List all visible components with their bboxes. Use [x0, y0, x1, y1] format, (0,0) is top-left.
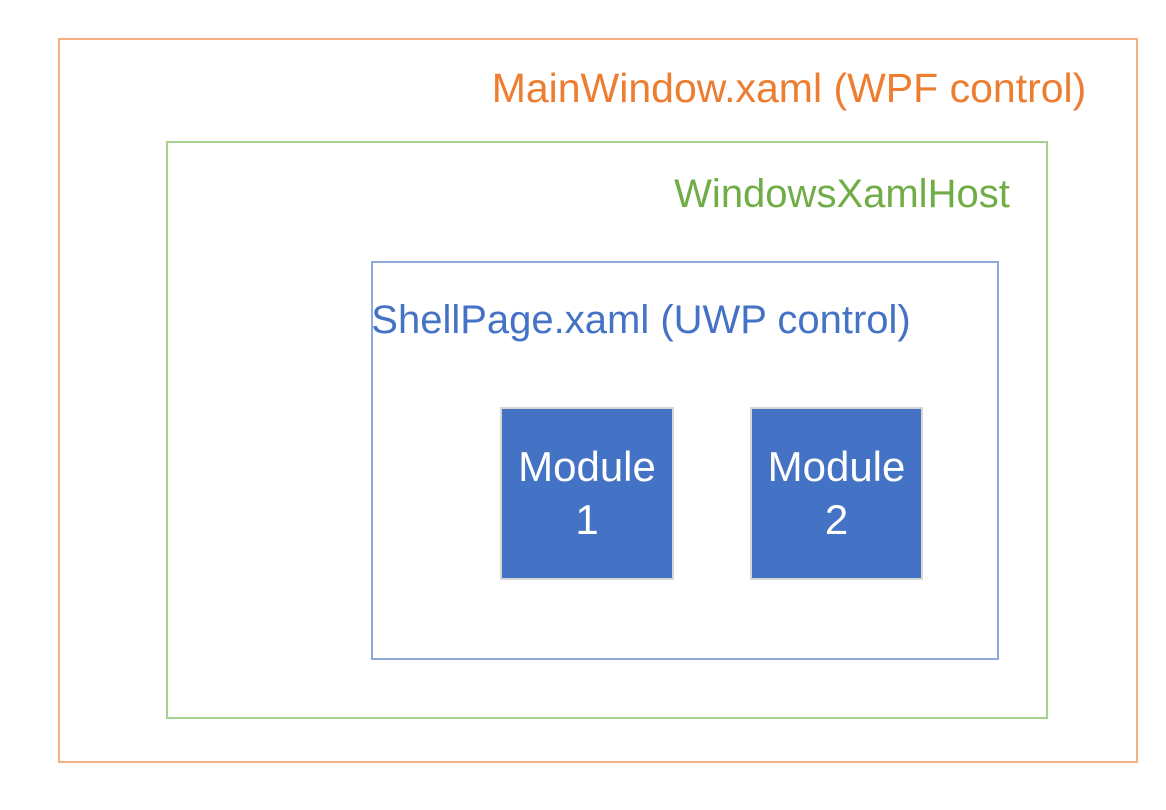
module-1-label-line2: 1 [575, 495, 599, 543]
windowsxamlhost-title: WindowsXamlHost [674, 172, 1010, 216]
module-2-label-line1: Module [767, 443, 906, 490]
module-1-label-line1: Module [518, 443, 656, 490]
shellpage-uwp-box: ShellPage.xaml (UWP control) Module 1 Mo… [371, 261, 999, 660]
windowsxamlhost-box: WindowsXamlHost ShellPage.xaml (UWP cont… [166, 141, 1048, 719]
mainwindow-wpf-box: MainWindow.xaml (WPF control) WindowsXam… [58, 38, 1138, 763]
module-1-box: Module 1 [500, 407, 674, 580]
module-2-label-line2: 2 [824, 495, 849, 543]
shellpage-uwp-title: ShellPage.xaml (UWP control) [371, 298, 911, 342]
module-2-box: Module 2 [750, 407, 923, 580]
mainwindow-wpf-title: MainWindow.xaml (WPF control) [491, 65, 1087, 111]
